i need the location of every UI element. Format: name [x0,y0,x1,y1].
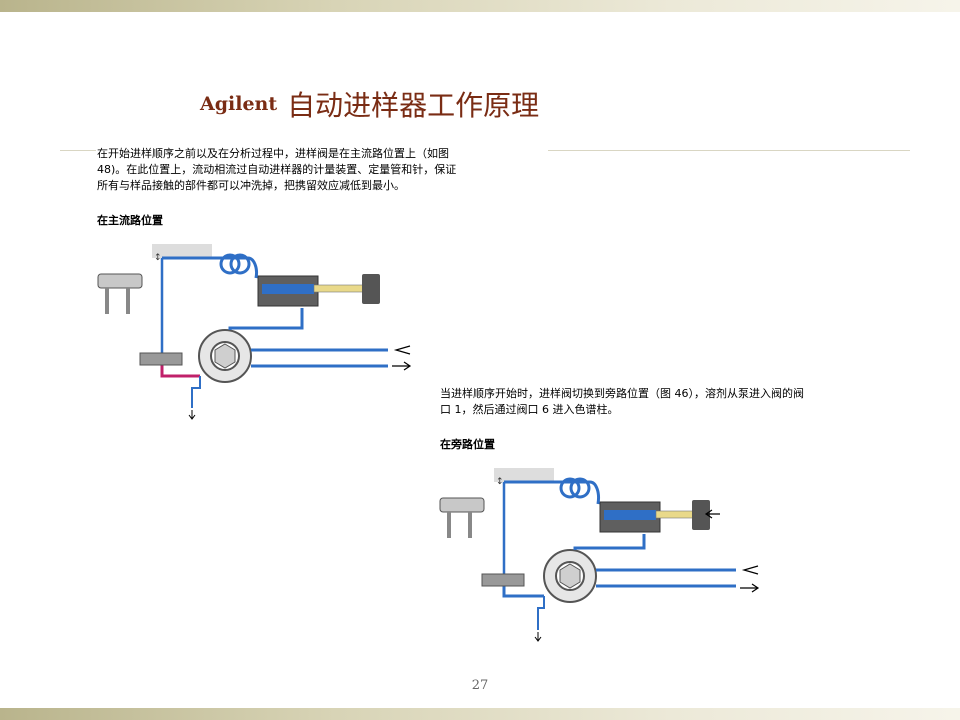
page-number: 27 [471,678,489,693]
main-flow-description: 在开始进样顺序之前以及在分析过程中，进样阀是在主流路位置上（如图 48)。在此位… [97,146,547,194]
injection-valve [198,329,252,383]
mainpass-valve-diagram: ↕ [97,244,412,420]
flow-tubing [481,534,736,630]
main-flow-heading: 在主流路位置 [97,214,163,227]
svg-text:↕: ↕ [154,253,162,263]
needle-seat [97,273,143,314]
flow-arrows [188,345,412,420]
svg-text:↕: ↕ [496,477,504,487]
paragraph-line: 48)。在此位置上，流动相流过自动进样器的计量装置、定量管和针，保证 [97,163,457,176]
flow-arrows [534,509,760,642]
metering-device [599,500,710,533]
bypass-heading: 在旁路位置 [440,438,495,451]
divider-right [548,150,910,151]
slide-title: Agilent 自动进样器工作原理 [200,84,539,124]
paragraph-line: 当进样顺序开始时，进样阀切换到旁路位置（图 46），溶剂从泵进入阀的阀 [440,387,804,400]
title-text: 自动进样器工作原理 [287,89,540,122]
bypass-description: 当进样顺序开始时，进样阀切换到旁路位置（图 46），溶剂从泵进入阀的阀 口 1，… [440,386,900,418]
bottom-decorative-band [0,708,960,720]
paragraph-line: 所有与样品接触的部件都可以冲洗掉，把携留效应减低到最小。 [97,179,405,192]
divider-left [60,150,96,151]
paragraph-line: 在开始进样顺序之前以及在分析过程中，进样阀是在主流路位置上（如图 [97,147,449,160]
paragraph-line: 口 1，然后通过阀口 6 进入色谱柱。 [440,403,619,416]
flow-tubing [139,308,388,408]
brand-name: Agilent [200,93,278,115]
needle-seat [439,497,485,538]
bypass-valve-diagram: ↕ [439,468,760,642]
injection-valve [543,549,597,603]
top-decorative-band [0,0,960,12]
metering-device [257,274,380,307]
needle-and-loop: ↕ [494,468,600,574]
needle-and-loop: ↕ [152,244,258,353]
